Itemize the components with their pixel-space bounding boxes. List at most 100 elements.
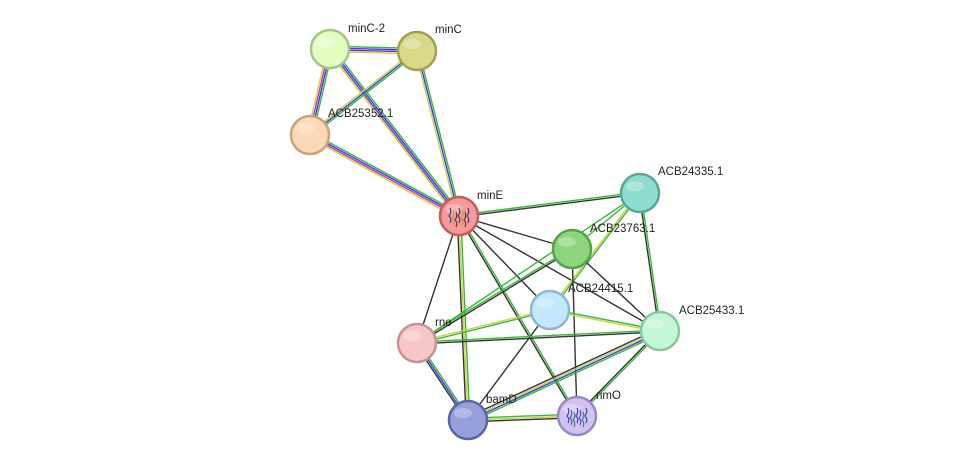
edge-strand	[330, 48, 461, 216]
edge-minc-acb25352-1	[308, 49, 419, 137]
edge-strand	[414, 51, 458, 217]
edge-strand	[456, 216, 467, 421]
edge-strand	[458, 215, 661, 332]
protein-structure-icon	[448, 207, 470, 228]
edge-strand	[309, 50, 418, 136]
edge-acb25433-1-bamd	[466, 327, 662, 424]
node-label-acb24415-1: ACB24415.1	[568, 283, 633, 295]
node-mine[interactable]	[438, 195, 480, 237]
node-circle[interactable]	[309, 28, 351, 70]
edge-strand	[550, 193, 642, 311]
edge-acb23763-1-rne	[416, 247, 573, 345]
edge-rne-acb25433-1	[416, 329, 661, 345]
node-acb23763-1[interactable]	[551, 228, 593, 270]
node-circle[interactable]	[639, 310, 681, 352]
node-label-acb25352-1: ACB25352.1	[328, 108, 393, 120]
node-highlight	[296, 123, 314, 133]
edge-minc-mine	[414, 50, 462, 217]
edge-strand	[328, 49, 459, 217]
edge-minc-2-mine	[327, 46, 462, 219]
edge-strand	[468, 331, 661, 422]
edge-strand	[310, 133, 460, 216]
node-label-acb25433-1: ACB25433.1	[679, 305, 744, 317]
edge-strand	[416, 192, 641, 344]
node-circle[interactable]	[396, 322, 438, 364]
structure-strand	[466, 207, 470, 224]
edge-mine-rimo	[457, 215, 579, 417]
structure-strand	[575, 407, 579, 424]
edge-mine-acb24415-1	[458, 215, 551, 311]
node-highlight	[626, 181, 644, 191]
edge-strand	[459, 193, 641, 218]
edge-strand	[571, 248, 578, 417]
edge-mine-acb25433-1	[458, 215, 661, 332]
node-rne[interactable]	[396, 322, 438, 364]
node-circle[interactable]	[529, 289, 571, 331]
node-acb24415-1[interactable]	[529, 289, 571, 331]
node-label-minc: minC	[435, 24, 462, 36]
edge-strand	[466, 327, 660, 419]
node-minc-2[interactable]	[309, 28, 351, 70]
edge-strand	[467, 329, 660, 420]
node-label-rimo: rimO	[596, 390, 621, 402]
edge-mine-bamd	[456, 215, 471, 421]
structure-strand	[578, 409, 582, 426]
edge-strand	[310, 132, 461, 215]
edge-strand	[417, 249, 573, 345]
edge-strand	[458, 215, 469, 421]
node-highlight	[445, 204, 463, 214]
edge-acb25352-1-mine	[308, 132, 461, 219]
node-bamd[interactable]	[447, 399, 489, 441]
edge-strand	[457, 216, 577, 417]
edge-strand	[417, 331, 661, 345]
node-circle[interactable]	[396, 30, 438, 72]
node-rimo[interactable]	[556, 395, 598, 437]
node-highlight	[536, 298, 554, 308]
node-highlight	[403, 39, 421, 49]
node-highlight	[646, 319, 664, 329]
edge-acb24335-1-rne	[416, 192, 641, 344]
edge-acb24415-1-rne	[416, 308, 551, 345]
node-acb25352-1[interactable]	[289, 114, 331, 156]
structure-strand	[566, 407, 570, 424]
edge-acb24335-1-acb25433-1	[638, 192, 662, 332]
edge-strand	[640, 192, 662, 331]
node-circle[interactable]	[289, 114, 331, 156]
edge-strand	[416, 247, 572, 343]
node-circle[interactable]	[556, 395, 598, 437]
structure-strand	[463, 211, 467, 228]
node-circle[interactable]	[447, 399, 489, 441]
edge-strand	[416, 329, 660, 343]
node-minc[interactable]	[396, 30, 438, 72]
edge-acb24335-1-acb24415-1	[548, 192, 642, 311]
node-circle[interactable]	[619, 172, 661, 214]
edge-strand	[308, 49, 417, 135]
node-circle[interactable]	[438, 195, 480, 237]
node-label-bamd: bamD	[486, 394, 517, 406]
structure-strand	[451, 209, 455, 226]
edge-mine-acb24335-1	[458, 191, 641, 218]
edge-strand	[418, 50, 462, 216]
node-highlight	[558, 237, 576, 247]
edge-strand	[638, 193, 660, 332]
node-highlight	[563, 404, 581, 414]
structure-strand	[454, 211, 458, 228]
edge-strand	[416, 308, 550, 343]
node-label-acb23763-1: ACB23763.1	[590, 223, 655, 235]
node-label-acb24335-1: ACB24335.1	[658, 166, 723, 178]
node-circle[interactable]	[551, 228, 593, 270]
edge-strand	[327, 50, 458, 219]
edge-strand	[459, 215, 579, 416]
edge-strand	[548, 192, 640, 310]
edge-mine-rne	[416, 215, 460, 344]
edge-strand	[416, 50, 460, 217]
structure-strand	[581, 411, 585, 428]
node-acb25433-1[interactable]	[639, 310, 681, 352]
edge-strand	[331, 46, 462, 215]
node-highlight	[454, 408, 472, 418]
edge-acb24415-1-bamd	[467, 309, 551, 421]
edge-strand	[416, 215, 460, 344]
edge-strand	[458, 215, 551, 311]
node-acb24335-1[interactable]	[619, 172, 661, 214]
